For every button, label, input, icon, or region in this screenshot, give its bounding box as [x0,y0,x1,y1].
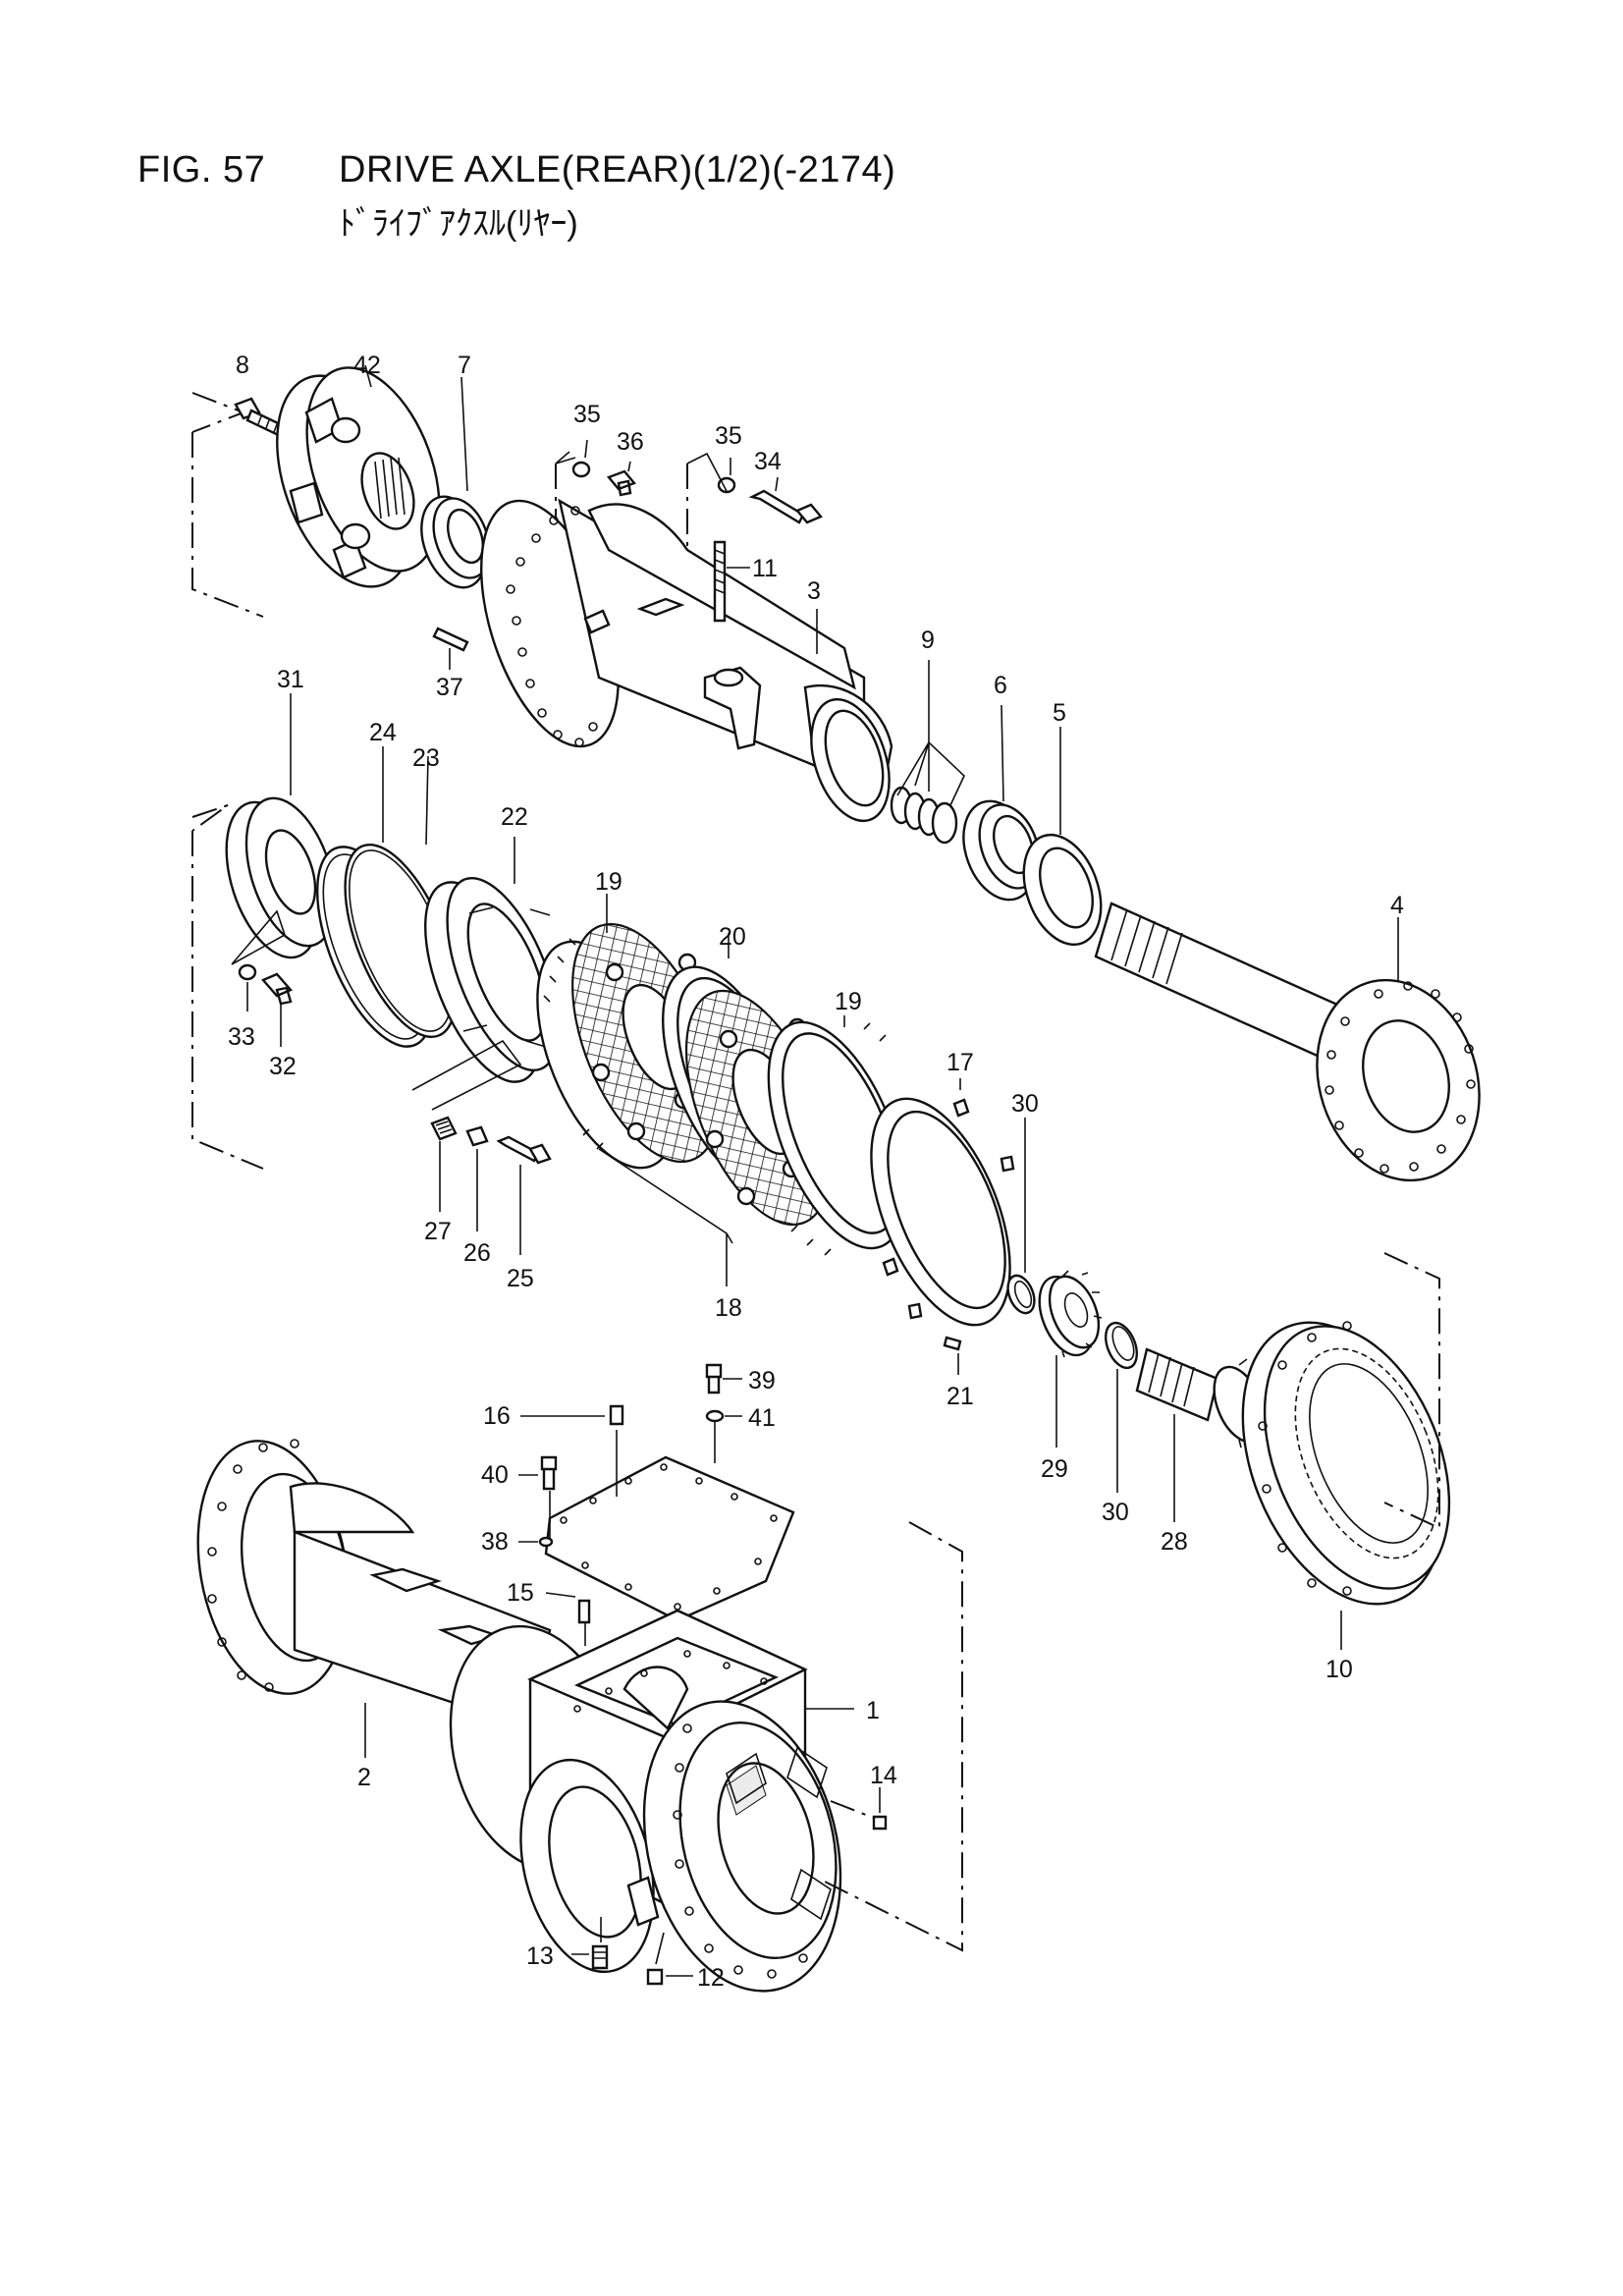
main-housing-group [196,1363,963,1993]
callout-22: 22 [501,803,528,831]
callout-1: 1 [866,1697,880,1724]
figure-subtitle: ﾄﾞﾗｲﾌﾞｱｸｽﾙ(ﾘﾔｰ) [339,205,578,243]
part-bolt-25 [496,1135,552,1165]
part-washer-35-right [717,476,736,494]
callout-16: 16 [483,1402,511,1430]
part-plug-12 [646,1968,664,1986]
part-planet-carrier-42 [276,366,441,588]
part-snap-ring-30-lower [1105,1321,1138,1370]
callout-35-left: 35 [573,401,601,428]
part-sun-gear-29 [1038,1270,1103,1358]
part-washer-33 [238,963,257,981]
part-plug-14 [872,1815,888,1831]
callout-20: 20 [719,923,746,951]
callout-36: 36 [617,428,644,456]
callout-10: 10 [1325,1656,1353,1683]
callout-5: 5 [1053,699,1066,727]
callout-34: 34 [754,448,782,475]
part-washer-41 [705,1409,725,1423]
callout-23: 23 [412,744,440,772]
part-cover-plate [544,1455,795,1622]
callout-29: 29 [1041,1455,1068,1483]
final-drive-group [1006,1118,1451,1650]
part-axle-housing-3 [480,464,893,823]
part-diff-housing-1 [449,1609,842,1993]
callout-33: 33 [228,1023,255,1051]
part-seal-5 [1022,833,1103,947]
callout-15: 15 [507,1579,534,1607]
part-bolt-40 [540,1455,558,1491]
part-washer-35-left [571,461,591,478]
callout-30-upper: 30 [1011,1090,1039,1118]
part-stud-11 [713,540,727,623]
callout-42: 42 [353,352,381,379]
part-pin-21 [943,1336,962,1351]
callout-3: 3 [807,577,821,605]
callout-11: 11 [752,555,778,582]
part-breather-15 [577,1599,591,1624]
callout-2: 2 [357,1764,371,1791]
part-bolt-39 [705,1363,723,1394]
part-nut-26 [465,1125,489,1147]
callout-17: 17 [947,1049,974,1076]
callout-27: 27 [424,1218,452,1245]
callout-31: 31 [277,666,304,693]
callout-6: 6 [994,672,1007,699]
part-seal-7 [420,495,491,589]
part-washer-38 [538,1536,554,1548]
callout-7: 7 [458,352,471,379]
part-ring-17 [870,1097,1015,1327]
callout-8: 8 [236,352,249,379]
callout-39: 39 [748,1367,776,1394]
figure-title: DRIVE AXLE(REAR)(1/2)(-2174) [339,149,896,191]
part-plug-13 [591,1944,609,1970]
callout-35-right: 35 [715,422,742,450]
part-shims-9 [890,786,958,845]
part-axle-shaft-4 [1094,902,1481,1182]
callout-37: 37 [436,674,463,701]
part-bolt-36 [606,469,637,497]
callout-12: 12 [697,1964,725,1992]
callout-30-lower: 30 [1102,1499,1129,1526]
callout-21: 21 [947,1383,974,1410]
part-plate-31 [225,796,337,959]
callout-14: 14 [870,1762,897,1789]
callout-41: 41 [748,1404,776,1432]
figure-number: FIG. 57 [137,149,266,191]
part-pin-37 [432,627,469,652]
callout-25: 25 [507,1265,534,1292]
callout-32: 32 [269,1053,297,1080]
callout-19-left: 19 [595,868,622,896]
callout-labels: 8 42 7 35 36 35 34 11 3 37 9 6 5 31 24 2… [228,352,1404,1992]
part-bolt-34 [748,489,823,524]
part-piston-22 [424,876,560,1083]
callout-9: 9 [921,627,935,654]
part-ring-gear-10 [1241,1321,1451,1606]
callout-19-right: 19 [835,988,862,1015]
part-plug-16 [609,1404,624,1426]
callout-13: 13 [526,1942,554,1970]
callout-24: 24 [369,719,397,746]
part-snap-ring-30-upper [1006,1274,1036,1315]
callout-28: 28 [1161,1528,1188,1556]
callout-4: 4 [1390,892,1404,919]
part-bolt-32 [261,972,293,1006]
callout-38: 38 [481,1528,509,1556]
part-spring-27 [430,1116,458,1141]
callout-18: 18 [715,1294,742,1322]
brake-assembly-group [191,693,1015,1375]
callout-40: 40 [481,1461,509,1489]
upper-assembly-group [191,364,1481,1182]
callout-26: 26 [463,1239,491,1267]
